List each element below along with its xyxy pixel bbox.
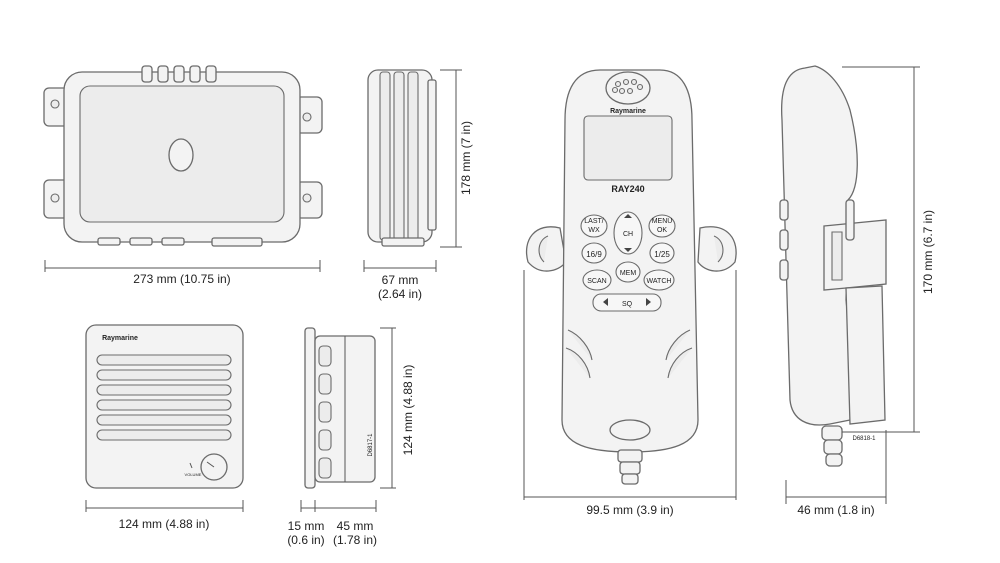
speaker-ref-label: D6817-1 (368, 433, 374, 457)
menu-ok-label-2: OK (657, 227, 667, 234)
k169-key (581, 242, 607, 264)
ch-label: CH (623, 231, 633, 238)
sq-key (592, 293, 662, 312)
control-box-depth-in-label: (2.64 in) (378, 287, 422, 301)
watch-label: WATCH (647, 278, 672, 285)
control-box-depth-mm-label: 67 mm (382, 273, 419, 287)
control-box-width-label: 273 mm (10.75 in) (133, 272, 230, 286)
menu-ok-key (648, 214, 676, 238)
sq-label: SQ (622, 301, 633, 308)
k125-key (649, 242, 675, 264)
speaker-flange-in-label: (0.6 in) (287, 533, 324, 547)
speaker-brand-label: Raymarine (102, 335, 138, 342)
menu-ok-label-1: MENU (652, 218, 673, 225)
speaker-front-view: Raymarine VOLUME 124 mm (4.88 in) (85, 324, 244, 531)
handset-front-view: Raymarine RAY240 LAST/ WX CH MENU OK 16/… (523, 69, 737, 517)
k125-label: 1/25 (654, 250, 670, 259)
handset-brand-label: Raymarine (610, 108, 646, 115)
handset-height-label: 170 mm (6.7 in) (921, 210, 935, 294)
speaker-height-label: 124 mm (4.88 in) (401, 365, 415, 456)
handset-depth-label: 46 mm (1.8 in) (797, 503, 874, 517)
watch-key (643, 269, 675, 291)
scan-label: SCAN (587, 278, 606, 285)
speaker-knob-label: VOLUME (185, 472, 202, 477)
speaker-flange-mm-label: 15 mm (288, 519, 325, 533)
handset-width-label: 99.5 mm (3.9 in) (586, 503, 673, 517)
handset-ref-label: D6818-1 (852, 436, 876, 442)
last-wx-label-1: LAST/ (584, 218, 604, 225)
speaker-depth-in-label: (1.78 in) (333, 533, 377, 547)
control-box-side-view: 178 mm (7 in) 67 mm (2.64 in) (363, 69, 473, 301)
speaker-width-label: 124 mm (4.88 in) (119, 517, 210, 531)
control-box-front-view: 273 mm (10.75 in) (43, 65, 323, 286)
scan-key (582, 269, 612, 291)
speaker-depth-mm-label: 45 mm (337, 519, 374, 533)
last-wx-label-2: WX (588, 227, 600, 234)
mem-label: MEM (620, 270, 637, 277)
k169-label: 16/9 (586, 250, 602, 259)
handset-model-label: RAY240 (611, 184, 644, 194)
speaker-side-view: D6817-1 124 mm (4.88 in) 15 mm (0.6 in) … (287, 327, 415, 547)
last-wx-key (580, 214, 608, 238)
control-box-height-label: 178 mm (7 in) (459, 121, 473, 195)
ch-key (613, 211, 643, 255)
mem-key (615, 261, 641, 283)
handset-side-view: D6818-1 170 mm (6.7 in) 46 mm (1.8 in) (779, 65, 935, 517)
